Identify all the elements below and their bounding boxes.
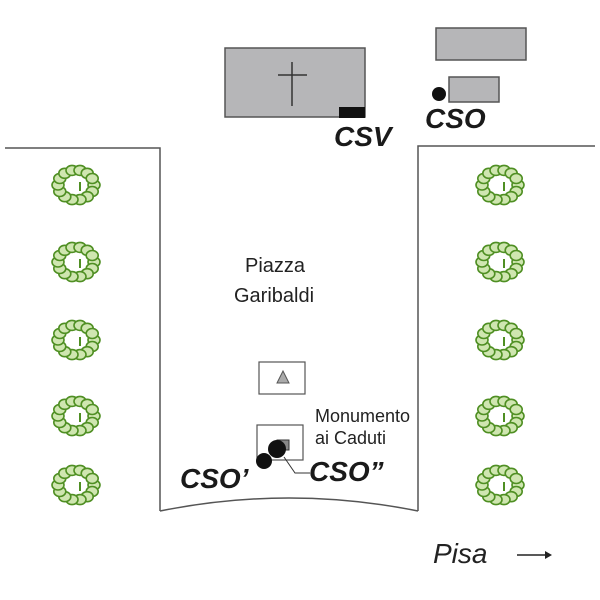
tree-rows <box>51 164 525 506</box>
tree-icon <box>51 164 101 206</box>
tree-icon <box>475 395 525 437</box>
monument-name-line2: ai Caduti <box>315 428 387 448</box>
cso-double-prime-marker <box>268 440 286 458</box>
csv-marker <box>339 107 365 118</box>
cso-marker <box>432 87 446 101</box>
cso-label: CSO <box>425 103 486 134</box>
tree-icon <box>51 464 101 506</box>
tree-icon <box>51 241 101 283</box>
monument-triangle-icon <box>276 369 290 384</box>
csv-label: CSV <box>334 121 392 152</box>
square-outline-right <box>417 145 595 511</box>
tree-icon <box>475 164 525 206</box>
cso-prime-marker <box>256 453 272 469</box>
tree-icon <box>475 241 525 283</box>
fountain-monument <box>258 361 306 395</box>
direction-label: Pisa <box>433 538 488 569</box>
building-small <box>448 76 500 103</box>
tree-icon <box>475 464 525 506</box>
square-name-line2: Garibaldi <box>234 285 315 307</box>
church-building <box>224 47 366 118</box>
cso-prime-label: CSO’ <box>180 463 249 494</box>
building-top-right <box>435 27 527 61</box>
square-bottom-edge <box>159 497 419 512</box>
tree-icon <box>51 395 101 437</box>
square-name-line1: Piazza <box>245 255 306 277</box>
monument-name-line1: Monumento <box>315 406 411 426</box>
tree-icon <box>51 319 101 361</box>
tree-icon <box>475 319 525 361</box>
arrow-right-icon <box>517 551 552 559</box>
leader-line <box>283 456 310 474</box>
church-cross-icon <box>278 62 307 106</box>
cso-double-prime-label: CSO” <box>309 456 384 487</box>
square-outline-left <box>5 147 161 511</box>
